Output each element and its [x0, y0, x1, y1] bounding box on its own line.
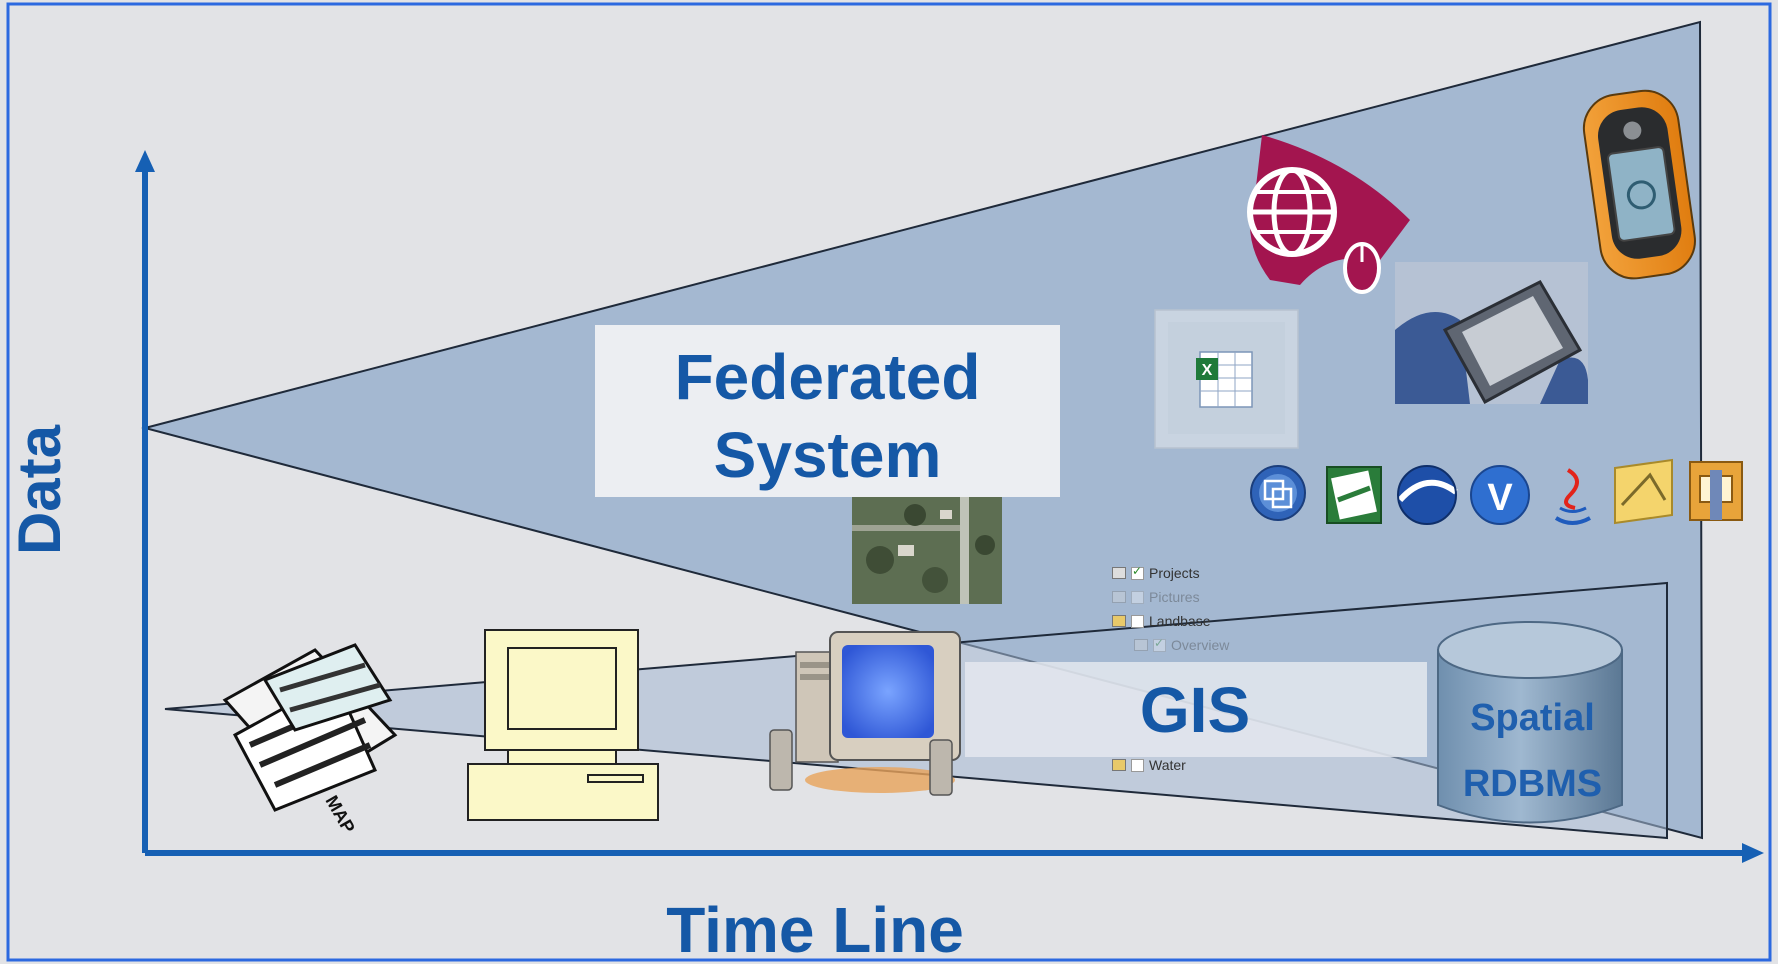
y-axis-arrowhead: [135, 150, 155, 172]
layer-tree-row: Overview: [1134, 634, 1229, 656]
layer-name: Projects: [1149, 565, 1200, 581]
web-mapping-icon: [1247, 135, 1410, 294]
layer-checkbox: [1131, 758, 1144, 772]
layer-tree-row: Water: [1112, 754, 1186, 776]
spreadsheet-icon: X: [1154, 309, 1299, 449]
federated-system-label: Federated System: [674, 341, 981, 491]
google-earth-icon: [1397, 465, 1458, 525]
zip-archive-icon: [1689, 461, 1743, 521]
y-axis-label: Data: [6, 424, 73, 556]
multimedia-computer-icon: [769, 631, 961, 796]
layer-checkbox: [1131, 614, 1144, 628]
virtual-earth-icon: V: [1470, 465, 1530, 525]
data-sheet-icon: [1326, 466, 1382, 524]
gis-label: GIS: [1139, 674, 1251, 746]
gis-label-box: [965, 662, 1427, 757]
layer-checkbox: [1131, 564, 1144, 580]
layer-name: Overview: [1171, 637, 1230, 653]
layer-name: Water: [1149, 757, 1186, 773]
layer-name: Pictures: [1149, 589, 1200, 605]
layer-tree-panel: Projects Pictures Landbase Overview Wate…: [1112, 562, 1312, 787]
java-icon: [1554, 468, 1591, 525]
x-axis-label: Time Line: [666, 894, 964, 966]
x-axis-arrowhead: [1742, 843, 1764, 863]
tablet-device-icon: [1395, 262, 1588, 405]
aerial-photo-icon: [852, 497, 1002, 604]
folder-icon: [1112, 615, 1126, 627]
layer-name: Landbase: [1149, 613, 1211, 629]
layer-group-icon: [1134, 639, 1148, 651]
database-cylinder-icon: [1437, 621, 1623, 824]
cad-file-icon: [1614, 458, 1673, 525]
layer-tree-row: Projects: [1112, 562, 1200, 584]
federated-label-box: [595, 325, 1060, 497]
layer-checkbox: [1131, 590, 1144, 604]
desktop-computer-icon: [467, 629, 659, 821]
folder-icon: [1112, 759, 1126, 771]
gps-handheld-icon: [1582, 89, 1696, 280]
layer-tree-row: Pictures: [1112, 586, 1200, 608]
layer-checkbox: [1153, 636, 1166, 652]
svg-text:V: V: [1487, 477, 1513, 519]
globe-service-icon: [1250, 465, 1306, 521]
layer-tree-row: Landbase: [1112, 610, 1211, 632]
layer-group-icon: [1112, 591, 1126, 603]
svg-text:X: X: [1202, 362, 1213, 379]
layer-group-icon: [1112, 567, 1126, 579]
slide-frame: [6, 2, 1772, 962]
spatial-rdbms-label: Spatial RDBMS: [1462, 697, 1603, 805]
